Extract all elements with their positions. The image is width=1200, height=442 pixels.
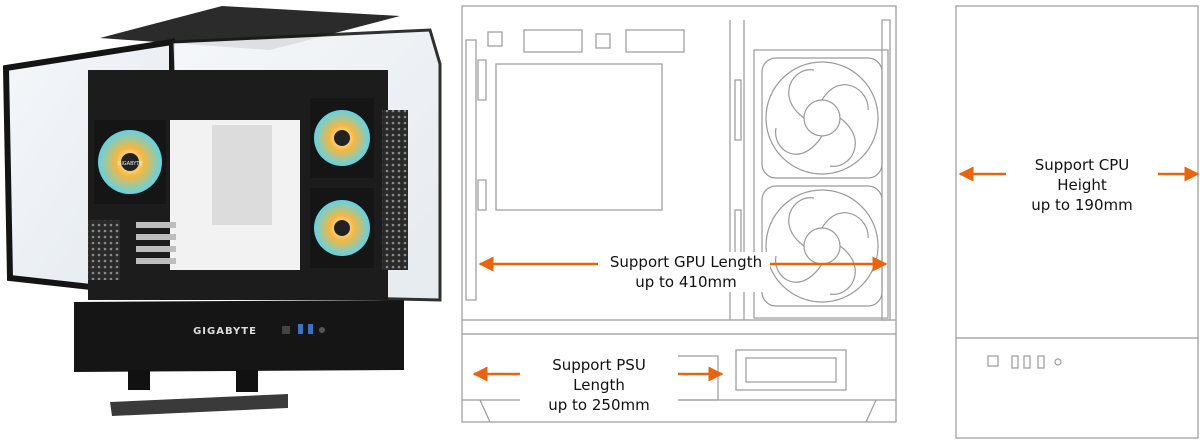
- psu-length-line2: up to 250mm: [548, 396, 650, 414]
- outline-fan-bottom: [761, 185, 883, 307]
- exploded-case-render: GIGABYTE GIGABYTE: [2, 6, 442, 416]
- front-view-outline: [955, 5, 1199, 439]
- mesh-vent-right: [382, 110, 408, 270]
- front-case-outline: [955, 5, 1199, 439]
- psu-connector: [735, 349, 847, 391]
- gpu-length-callout: Support GPU Length up to 410mm: [602, 252, 770, 292]
- expansion-slots: [136, 222, 176, 264]
- cpu-height-line2: up to 190mm: [1031, 196, 1133, 214]
- foot-left: [128, 370, 150, 390]
- fan-bracket: [753, 49, 889, 319]
- cpu-height-line1: Support CPU Height: [1034, 156, 1130, 194]
- gpu-length-line1: Support GPU Length: [609, 253, 763, 271]
- mesh-vent-left: [88, 220, 120, 280]
- psu-length-line1: Support PSU Length: [552, 356, 646, 394]
- dimension-arrows: [472, 166, 1200, 382]
- side-fan-bottom: [310, 188, 374, 268]
- cpu-cutout: [495, 63, 663, 211]
- psu-length-callout: Support PSU Length up to 250mm: [520, 355, 678, 415]
- motherboard-tray: [212, 125, 272, 225]
- case-outline: [461, 5, 897, 423]
- front-io-outline: [987, 355, 1062, 369]
- base-chamber: [74, 300, 404, 372]
- front-io-ports: [282, 324, 325, 334]
- brand-logo: GIGABYTE: [193, 326, 257, 337]
- side-fan-top: [310, 98, 374, 178]
- rear-fan: [94, 120, 166, 204]
- outline-fan-top: [761, 57, 883, 179]
- fan-badge: GIGABYTE: [117, 161, 142, 167]
- cpu-height-callout: Support CPU Height up to 190mm: [1006, 155, 1158, 215]
- gpu-length-line2: up to 410mm: [635, 273, 737, 291]
- bottom-dust-filter: [110, 394, 288, 416]
- foot-right: [236, 370, 258, 392]
